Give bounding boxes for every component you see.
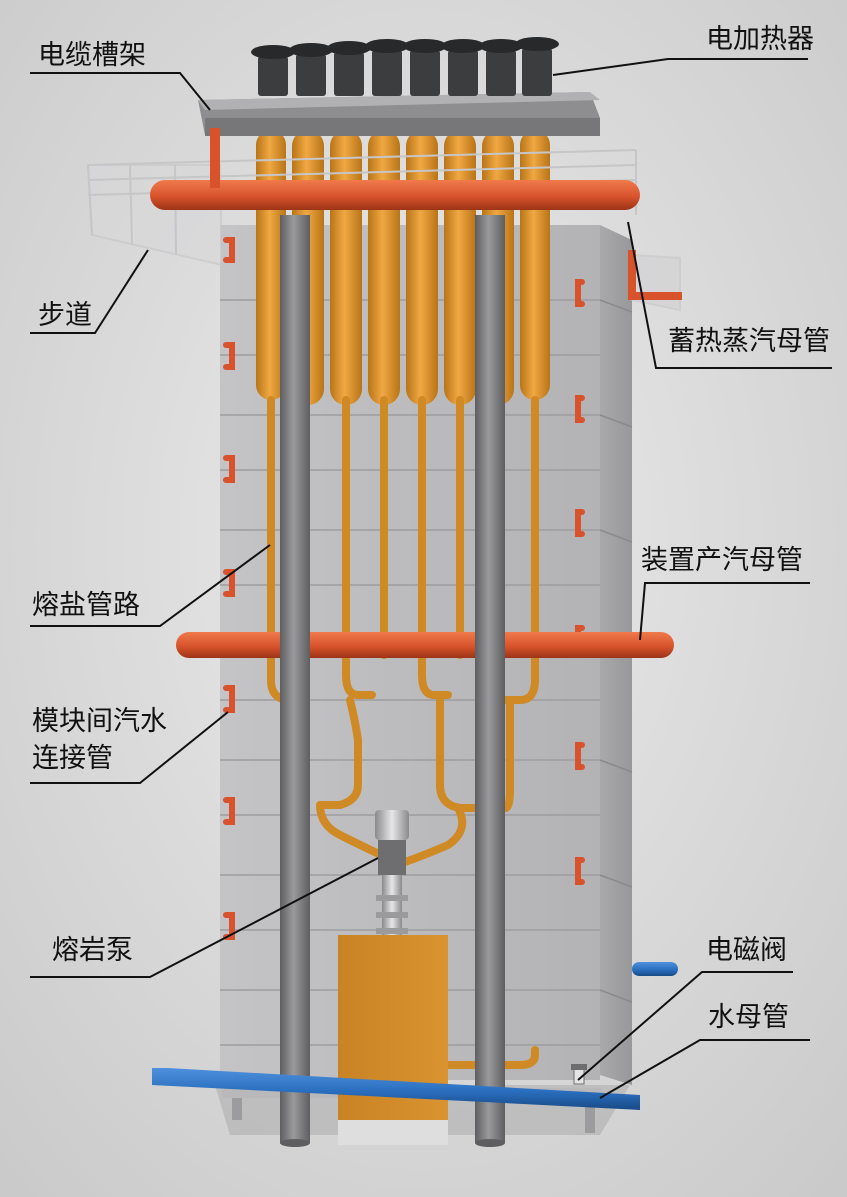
- device-steam-header: [176, 632, 674, 658]
- leader-lines: [30, 58, 832, 1099]
- label-solenoid-valve: 电磁阀: [706, 935, 787, 966]
- label-water-header: 水母管: [708, 1002, 789, 1033]
- electric-heaters: [251, 37, 559, 96]
- salt-storage-box: [338, 935, 448, 1145]
- label-walkway: 步道: [38, 300, 92, 331]
- label-molten-pump: 熔岩泵: [52, 935, 133, 966]
- label-device-steam-header: 装置产汽母管: [641, 545, 803, 576]
- molten-pump: [375, 810, 409, 945]
- side-brackets: [223, 237, 585, 940]
- label-cable-tray: 电缆槽架: [38, 40, 146, 71]
- label-inter-module-pipe-2: 连接管: [32, 743, 113, 774]
- label-inter-module-pipe-1: 模块间汽水: [32, 706, 167, 737]
- label-storage-steam-header: 蓄热蒸汽母管: [668, 326, 830, 357]
- label-molten-salt-pipe: 熔盐管路: [32, 590, 140, 621]
- support-columns: [280, 215, 505, 1147]
- storage-steam-header: [150, 128, 682, 300]
- water-header: [152, 962, 678, 1110]
- cable-tray-roof: [198, 92, 600, 136]
- label-electric-heater: 电加热器: [706, 24, 814, 55]
